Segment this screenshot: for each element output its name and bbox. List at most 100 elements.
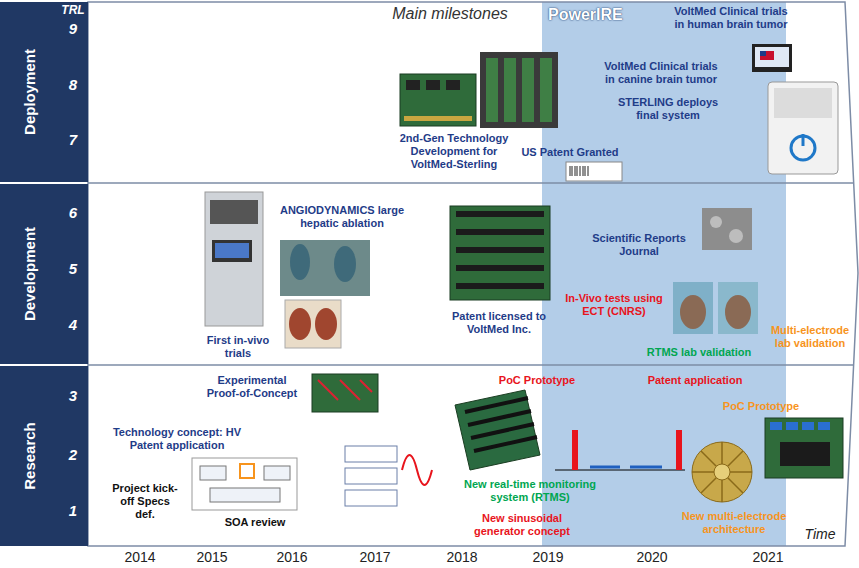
milestone-label: PoC Prototype <box>492 374 582 387</box>
trl-level: 1 <box>62 502 84 520</box>
chip <box>426 80 440 90</box>
rack-board <box>540 58 552 122</box>
chip <box>446 80 460 90</box>
sine-wave <box>402 455 432 485</box>
concept-diagram <box>345 468 397 484</box>
row-divider <box>88 364 853 366</box>
patent-document <box>566 162 622 181</box>
trl-level: 6 <box>62 204 84 222</box>
milestone-label: New sinusoidal generator concept <box>466 512 578 538</box>
soa-highlight <box>240 464 254 478</box>
year-label: 2018 <box>437 549 487 566</box>
sem-image <box>702 208 752 250</box>
soa-block <box>264 466 290 480</box>
laptop-screen <box>215 243 249 258</box>
laptop <box>212 240 252 262</box>
connector <box>802 422 814 430</box>
milestone-label: New real-time monitoring system (RTMS) <box>452 478 608 504</box>
milestone-label: STERLING deploys final system <box>612 96 724 122</box>
soa-diagram <box>192 458 297 510</box>
row-heading: Development <box>21 227 38 321</box>
mouse-photo <box>673 282 713 334</box>
year-label: 2014 <box>115 549 165 566</box>
pcb-photo <box>450 206 550 300</box>
flag <box>760 51 774 60</box>
lab-photo <box>205 192 263 326</box>
mouse <box>680 295 706 329</box>
connector <box>818 422 830 430</box>
year-label: 2020 <box>627 549 677 566</box>
milestone-label: VoltMed Clinical trials in human brain t… <box>670 5 792 31</box>
device-cart <box>768 82 838 174</box>
panel-heading: PowerIRE <box>548 6 623 24</box>
tissue <box>289 308 311 340</box>
mouse-photo <box>718 282 758 334</box>
rack-board <box>504 58 516 122</box>
milestone-label: SOA review <box>215 516 295 529</box>
chip <box>780 442 830 466</box>
pcb-photo <box>455 390 540 470</box>
pcb-photo <box>312 374 378 412</box>
year-label: 2016 <box>267 549 317 566</box>
milestone-label: Experimental Proof-of-Concept <box>200 374 304 400</box>
trl-level: 3 <box>62 387 84 405</box>
milestone-label: 2nd-Gen Technology Development for VoltM… <box>396 132 512 171</box>
row-heading: Deployment <box>21 49 38 135</box>
timeline-frame <box>88 2 858 546</box>
trl-level: 4 <box>62 316 84 334</box>
milestone-label: Project kick-off Specs def. <box>110 482 180 521</box>
milestone-label: New multi-electrode architecture <box>672 510 796 536</box>
milestone-label: US Patent Granted <box>514 146 626 159</box>
year-label: 2015 <box>187 549 237 566</box>
sem-cell <box>710 216 722 228</box>
signal-segment <box>630 466 662 469</box>
trl-level: 8 <box>62 76 84 94</box>
oscilloscope <box>210 200 258 224</box>
sem-cell <box>729 229 743 243</box>
milestone-label: First in-vivo trials <box>198 334 278 360</box>
monitor-screen <box>755 47 789 67</box>
barcode <box>570 166 588 176</box>
pcb-rows <box>456 214 544 286</box>
chip <box>406 80 420 90</box>
electrode-disc <box>692 442 752 502</box>
milestone-label: ANGIODYNAMICS large hepatic ablation <box>272 204 412 230</box>
milestone-label: Technology concept: HV Patent applicatio… <box>112 426 242 452</box>
trl-level: 2 <box>62 446 84 464</box>
wires <box>318 380 372 400</box>
row-heading: Research <box>21 422 38 490</box>
soa-block <box>200 466 226 480</box>
pcb-photo <box>400 74 476 126</box>
surgery-photo <box>280 240 370 296</box>
cart-panel <box>774 88 832 118</box>
electrode-center <box>714 464 730 480</box>
milestone-label: VoltMed Clinical trials in canine brain … <box>598 60 724 86</box>
surgeon <box>290 244 310 280</box>
surgeon <box>334 246 356 282</box>
milestone-label: Multi-electrode lab validation <box>770 324 850 350</box>
connector <box>404 116 472 121</box>
concept-diagram <box>345 446 397 462</box>
connector <box>770 422 782 430</box>
pcb-photo <box>765 418 843 478</box>
milestone-label: Scientific Reports Journal <box>583 232 695 258</box>
year-label: 2017 <box>350 549 400 566</box>
soa-block <box>210 488 280 502</box>
monitor <box>752 44 792 72</box>
concept-diagram <box>345 490 397 506</box>
signal-segment <box>590 466 620 469</box>
connector <box>786 422 798 430</box>
trl-heading: TRL <box>58 3 88 17</box>
liver-photo <box>285 300 341 348</box>
power-icon <box>802 134 805 146</box>
milestone-label: PoC Prototype <box>716 400 806 413</box>
milestone-label: Patent licensed to VoltMed Inc. <box>440 310 558 336</box>
tissue <box>315 308 337 340</box>
year-label: 2021 <box>743 549 793 566</box>
rack-board <box>486 58 498 122</box>
row-divider <box>88 182 853 184</box>
milestone-label: In-Vivo tests using ECT (CNRS) <box>560 292 668 318</box>
electrode-sectors <box>692 442 752 502</box>
milestone-label: Patent application <box>640 374 750 387</box>
